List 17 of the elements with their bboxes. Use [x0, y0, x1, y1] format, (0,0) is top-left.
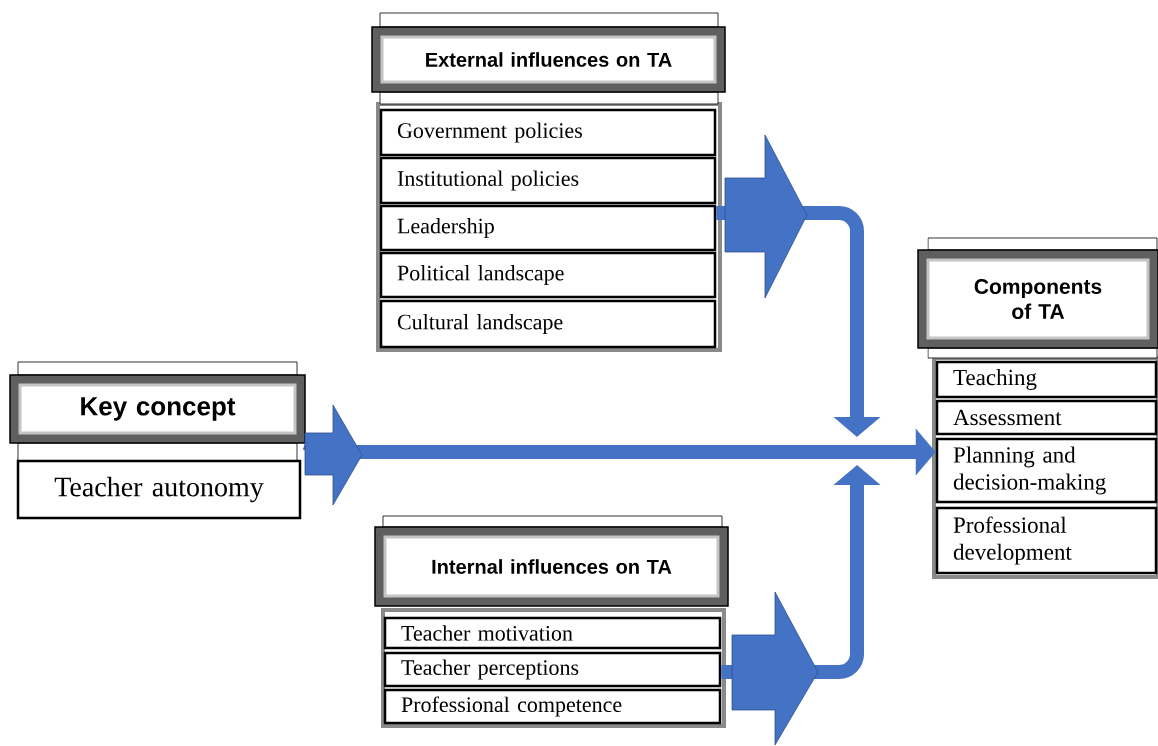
list-item-box: Teacher motivation [383, 616, 722, 650]
list-item-box: Planning and decision-making [935, 437, 1158, 504]
list-item-box: Teaching [935, 360, 1158, 399]
list-item-box: Cultural landscape [379, 299, 717, 349]
heading-box: Components of TA [917, 237, 1158, 359]
list-item-box: Professional development [935, 506, 1158, 575]
heading-box: Key concept [9, 361, 306, 462]
list-item-box: Leadership [379, 204, 717, 252]
list-item-box: Government policies [379, 108, 717, 157]
list-item-box: Political landscape [379, 251, 717, 299]
list-item-box: Institutional policies [379, 156, 717, 205]
heading-box: External influences on TA [371, 12, 726, 105]
arrow [716, 134, 881, 437]
heading-box: Internal influences on TA [374, 515, 729, 607]
list-item-box: Teacher perceptions [383, 651, 722, 688]
list-item-box: Professional competence [383, 688, 722, 725]
list-item-box: Assessment [935, 399, 1158, 436]
